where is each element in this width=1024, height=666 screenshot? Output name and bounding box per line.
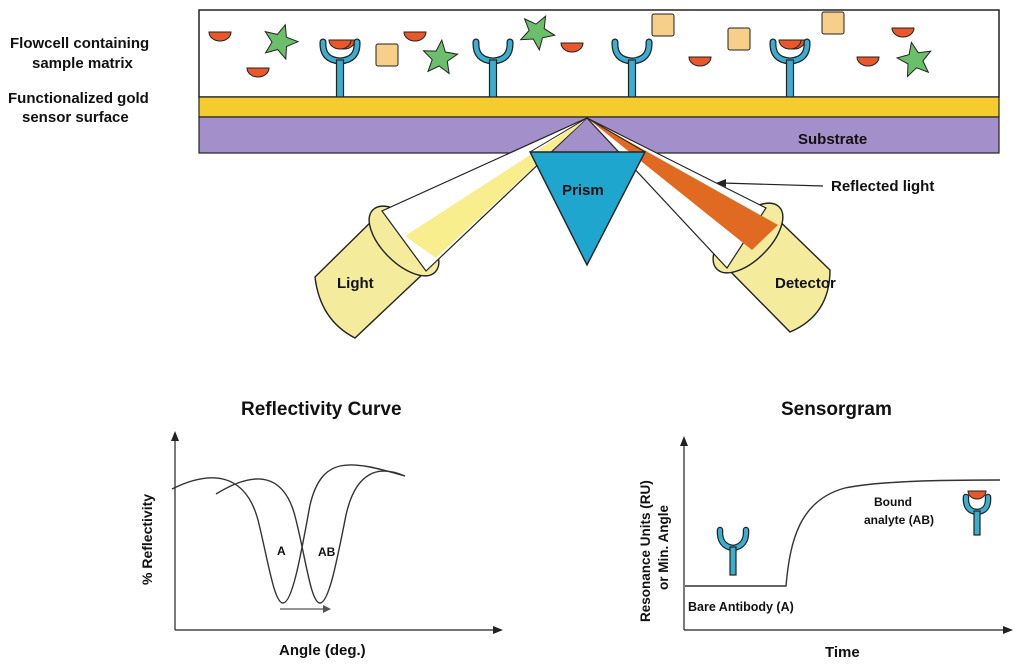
bare-antibody-label: Bare Antibody (A)	[688, 600, 794, 614]
curve-ab-label: AB	[318, 545, 336, 559]
sensorgram-ylabel-line2: or Min. Angle	[656, 505, 671, 590]
square-particle-icon	[727, 27, 751, 51]
flowcell-label-line1: Flowcell containing	[10, 35, 149, 52]
analyte-icon	[778, 39, 802, 50]
surface-antibodies	[319, 38, 811, 98]
prism-apex-line-left	[529, 117, 588, 153]
antibody-icon	[319, 38, 361, 98]
reflectivity-title: Reflectivity Curve	[241, 399, 402, 420]
sensorgram-title: Sensorgram	[781, 399, 892, 420]
reflected-light-arrowhead	[716, 179, 726, 187]
analyte-icon	[967, 490, 987, 500]
flowcell-label-line2: sample matrix	[32, 55, 134, 72]
reflectivity-curve-ab	[215, 470, 406, 604]
gold-label-line2: sensor surface	[22, 109, 129, 126]
light-label: Light	[337, 275, 374, 292]
analyte-icon	[328, 39, 352, 50]
gold-label-line1: Functionalized gold	[8, 90, 149, 107]
star-particle-icon	[422, 38, 459, 75]
analyte-icon	[403, 31, 427, 42]
sensorgram-ylabel-line1: Resonance Units (RU)	[638, 480, 653, 622]
square-particle-icon	[821, 11, 845, 35]
analyte-icon	[560, 42, 584, 53]
square-particle-icon	[375, 43, 399, 67]
analyte-icon	[891, 27, 915, 38]
star-particles	[264, 15, 932, 78]
reflectivity-curve-a	[171, 464, 406, 604]
star-particle-icon	[264, 23, 300, 61]
sensorgram-axes	[680, 436, 1013, 634]
reflected-light-arrow	[721, 182, 824, 187]
sensorgram-curve	[685, 479, 1001, 587]
reflected-beam	[587, 118, 778, 250]
flowcell-box	[198, 9, 1000, 98]
antibody-icon	[716, 526, 750, 576]
analyte-icon	[246, 67, 270, 78]
analyte-icon	[856, 56, 880, 67]
square-particle-icon	[651, 13, 675, 37]
analyte-icon	[208, 31, 232, 42]
prism	[528, 151, 647, 267]
reflectivity-axes	[171, 431, 503, 634]
bound-label-line2: analyte (AB)	[864, 513, 934, 527]
antibody-icon	[962, 493, 992, 536]
prism-apex-line-right	[586, 117, 646, 153]
detector-label: Detector	[775, 275, 836, 292]
gold-sensor-layer	[198, 96, 1000, 118]
analyte-icon	[688, 56, 712, 67]
shift-arrowhead	[323, 605, 331, 613]
reflected-light-label: Reflected light	[831, 178, 934, 195]
curve-a-label: A	[277, 544, 286, 558]
reflectivity-xlabel: Angle (deg.)	[279, 642, 366, 659]
square-particles	[375, 11, 845, 67]
sensorgram-xlabel: Time	[825, 644, 860, 661]
star-particle-icon	[895, 41, 932, 78]
substrate-layer	[198, 116, 1000, 154]
star-particle-icon	[519, 15, 557, 52]
bound-label-line1: Bound	[874, 495, 912, 509]
antibody-icon	[472, 38, 514, 98]
prism-label: Prism	[562, 182, 604, 199]
antibody-icon	[769, 38, 811, 98]
substrate-label: Substrate	[798, 131, 867, 148]
reflectivity-ylabel: % Reflectivity	[139, 494, 155, 585]
